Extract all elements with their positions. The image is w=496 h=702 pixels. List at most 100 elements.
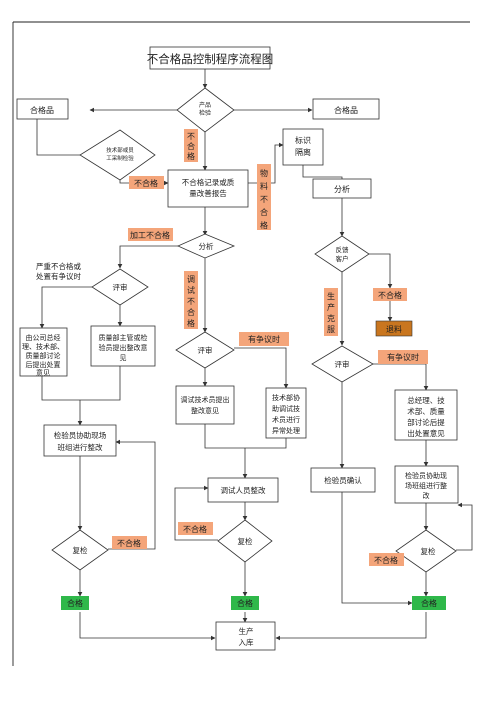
mark-isolate-box xyxy=(282,128,324,166)
record-report-line1: 不合格记录或质 xyxy=(182,177,235,187)
inspector-left-box xyxy=(43,424,117,457)
gm-right-line1: 总经理、技 xyxy=(407,395,445,405)
title-box xyxy=(149,46,271,70)
tech-dept-line1: 技术部或员 xyxy=(106,146,134,154)
inspector-right-line2: 场班组进行整 xyxy=(405,481,447,490)
gm-discuss-line4: 后提出处置 xyxy=(26,360,61,369)
production-storage-line2: 入库 xyxy=(239,637,254,647)
pass-tag-1-text: 合格 xyxy=(67,598,83,608)
inspector-right-line3: 改 xyxy=(423,491,430,500)
analysis-center-text: 分析 xyxy=(199,241,214,251)
review-left-text: 评审 xyxy=(113,282,128,292)
product-check-diamond xyxy=(176,87,235,133)
debug-staff-box xyxy=(207,477,279,503)
debug-tech-line1: 调试技术员提出 xyxy=(181,395,230,404)
pass-tag-3-text: 合格 xyxy=(421,598,437,608)
feedback-customer-line2: 客户 xyxy=(336,254,349,263)
prod-overcome-c2: 产 xyxy=(327,302,335,312)
pass-tag-3 xyxy=(412,596,446,610)
debug-c4: 合 xyxy=(187,307,195,317)
inspector-right-line1: 检验员协助现 xyxy=(405,471,447,480)
qa-supervisor-box xyxy=(90,325,156,367)
material-vertical-tag xyxy=(257,164,271,230)
nonconf-center-tag xyxy=(178,522,213,535)
debug-staff-text: 调试人员整改 xyxy=(221,485,266,495)
review-right-diamond xyxy=(311,345,374,383)
nonconf-vertical-c1: 不 xyxy=(187,132,195,141)
debug-c1: 调 xyxy=(187,275,195,284)
nonconf-tag-1 xyxy=(129,176,164,189)
review-center-text: 评审 xyxy=(198,345,213,355)
material-c4: 合 xyxy=(260,207,268,217)
qa-supervisor-line3: 见 xyxy=(120,354,127,362)
material-c1: 物 xyxy=(260,168,268,178)
scrap-text: 退料 xyxy=(386,324,402,334)
gm-discuss-line5: 意见 xyxy=(36,368,50,377)
review-center-diamond xyxy=(175,331,235,369)
pass-tag-2-text: 合格 xyxy=(237,598,253,608)
nonconf-center-text: 不合格 xyxy=(183,524,207,534)
nonconf-customer-text: 不合格 xyxy=(378,290,402,300)
review-right-text: 评审 xyxy=(335,359,350,369)
recheck-left-diamond xyxy=(51,529,109,571)
gm-discuss-line2: 理、技术部、 xyxy=(22,342,64,351)
debug-c2: 试 xyxy=(187,285,195,295)
serious-line1: 严重不合格或 xyxy=(36,261,81,271)
debug-c3: 不 xyxy=(187,297,195,306)
gm-right-line4: 出处置意见 xyxy=(407,428,445,438)
gm-discuss-line1: 由公司总经 xyxy=(26,333,61,342)
process-nonconf-tag xyxy=(128,228,173,241)
dispute-right-text: 有争议时 xyxy=(387,352,419,362)
title-text: 不合格品控制程序流程图 xyxy=(147,52,274,66)
product-check-line2: 检验 xyxy=(199,109,211,117)
nonconf-tag-1-text: 不合格 xyxy=(134,178,158,188)
recheck-right-text: 复检 xyxy=(421,546,436,556)
nonconf-customer-tag xyxy=(373,288,407,301)
recheck-right-diamond xyxy=(395,529,457,573)
qa-supervisor-line1: 质量部主管或检 xyxy=(99,333,148,342)
gm-discuss-line3: 质量部讨论 xyxy=(26,351,61,360)
mark-isolate-line2: 隔离 xyxy=(295,147,311,157)
analysis-right-text: 分析 xyxy=(334,184,350,194)
production-storage-box xyxy=(215,621,276,651)
process-nonconf-text: 加工不合格 xyxy=(130,230,170,240)
material-c5: 格 xyxy=(260,220,268,230)
tech-dept-line2: 工采制检验 xyxy=(106,154,134,162)
material-c2: 料 xyxy=(260,181,268,191)
serious-line2: 处置有争议时 xyxy=(36,271,81,281)
qa-supervisor-line2: 验员提出整改意 xyxy=(99,343,148,352)
recheck-left-text: 复检 xyxy=(73,545,88,555)
gm-right-line2: 术部、质量 xyxy=(407,406,445,416)
nonconf-vertical-c3: 格 xyxy=(187,151,195,161)
inspector-left-line1: 检验员协助现场 xyxy=(54,430,107,440)
review-left-diamond xyxy=(91,268,149,306)
pass-left-box xyxy=(16,98,69,120)
tech-dept-diamond xyxy=(79,129,156,181)
pass-tag-2 xyxy=(231,596,259,610)
inspector-left-line2: 班组进行整改 xyxy=(58,442,103,452)
pass-tag-1 xyxy=(61,596,89,610)
product-check-line1: 产品 xyxy=(199,101,211,109)
analysis-right-box xyxy=(312,178,372,199)
recheck-center-text: 复检 xyxy=(238,536,253,546)
nonconf-left-tag xyxy=(112,536,147,549)
production-storage-line1: 生产 xyxy=(239,626,254,636)
material-c3: 不 xyxy=(260,195,268,204)
dispute-center-text: 有争议时 xyxy=(248,334,280,344)
feedback-customer-line1: 反馈 xyxy=(336,245,350,254)
tech-assist-line1: 技术部协 xyxy=(272,393,300,402)
feedback-customer-diamond xyxy=(314,235,370,273)
inspector-confirm-box xyxy=(310,467,376,493)
record-report-box xyxy=(167,169,249,208)
tech-assist-box xyxy=(265,387,307,439)
inspector-confirm-text: 检验员确认 xyxy=(324,475,362,485)
tech-assist-line2: 助调试技 xyxy=(272,404,300,413)
record-report-line2: 量改善报告 xyxy=(189,188,227,198)
gm-right-line3: 部讨论后提 xyxy=(407,417,445,427)
nonconf-right-text: 不合格 xyxy=(374,555,398,565)
pass-left-text: 合格品 xyxy=(30,105,54,115)
gm-discuss-box xyxy=(19,327,68,377)
nonconf-left-text: 不合格 xyxy=(117,538,141,548)
mark-isolate-line1: 标识 xyxy=(295,135,311,145)
